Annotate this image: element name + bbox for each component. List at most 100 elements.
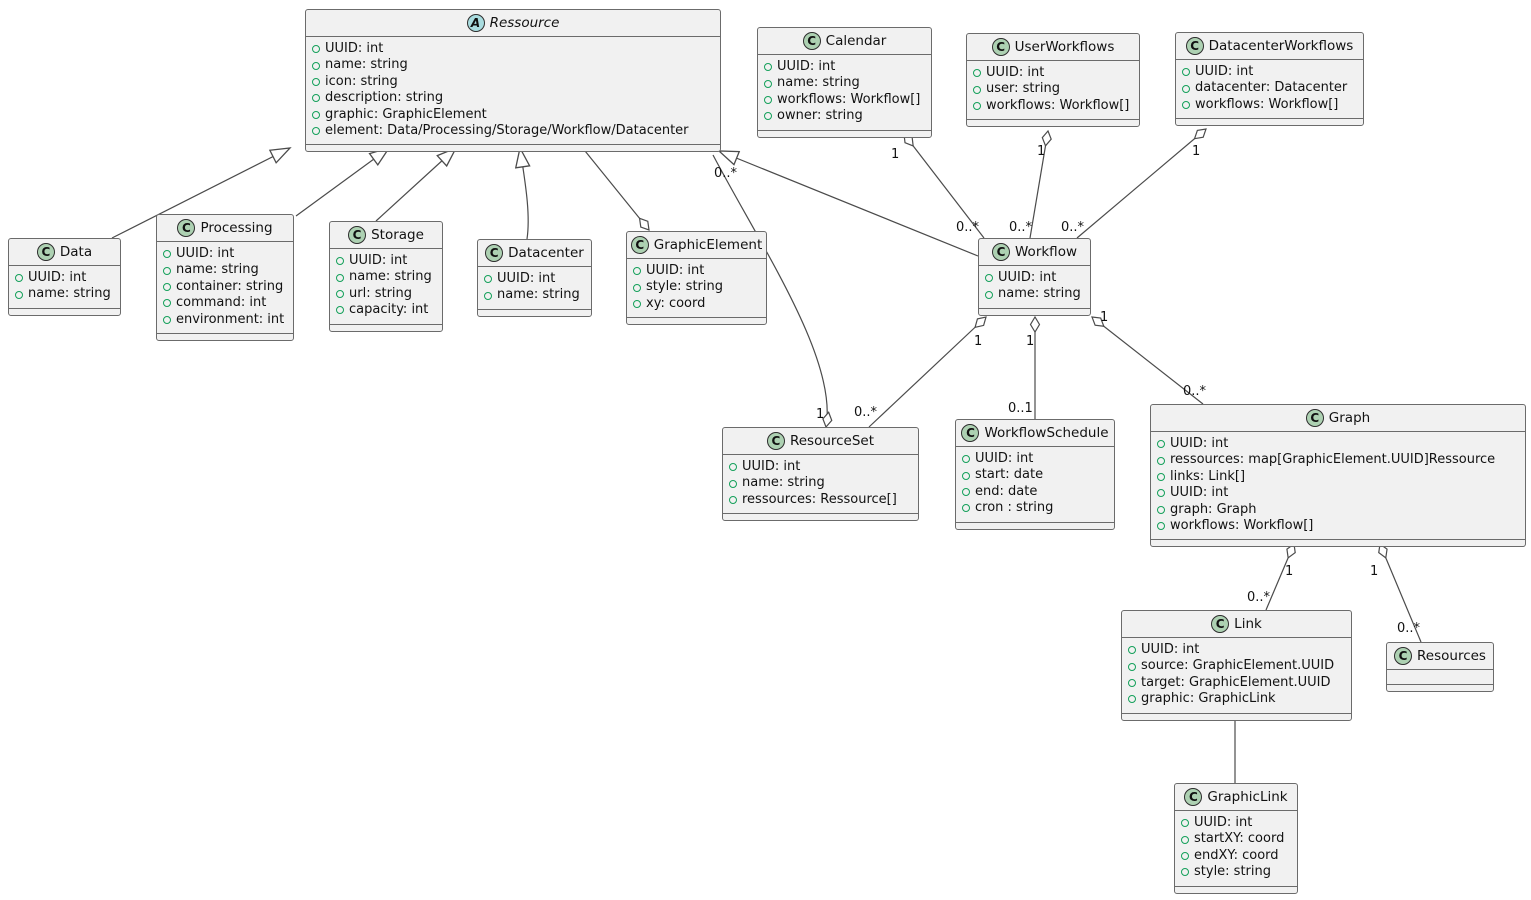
field-visibility-icon (1182, 84, 1190, 93)
class-methods-empty (1387, 685, 1493, 691)
class-methods-empty (979, 309, 1090, 315)
attribute-row: UUID: int (962, 451, 1107, 467)
field-visibility-icon (312, 45, 320, 54)
attribute-row: UUID: int (633, 263, 759, 279)
class-methods-empty (758, 131, 931, 137)
field-visibility-icon (312, 94, 320, 103)
attribute-row: target: GraphicElement.UUID (1128, 675, 1344, 691)
field-visibility-icon (1181, 852, 1189, 861)
class-icon: C (630, 236, 649, 254)
attribute-row: graphic: GraphicElement (312, 107, 713, 123)
class-icon: C (177, 219, 196, 237)
attribute-text: target: GraphicElement.UUID (1141, 674, 1331, 690)
class-header: A Ressource (306, 10, 720, 37)
field-visibility-icon (1181, 835, 1189, 844)
field-visibility-icon (962, 504, 970, 513)
multiplicity-label: 1 (1192, 144, 1200, 159)
attribute-text: workflows: Workflow[] (777, 91, 921, 107)
field-visibility-icon (973, 69, 981, 78)
attribute-row: UUID: int (312, 41, 713, 57)
attribute-text: workflows: Workflow[] (1195, 96, 1339, 112)
attribute-row: UUID: int (973, 65, 1132, 81)
attribute-text: links: Link[] (1170, 468, 1246, 484)
class-methods-empty (157, 334, 293, 340)
attribute-row: endXY: coord (1181, 848, 1290, 864)
attribute-text: UUID: int (646, 263, 705, 278)
field-visibility-icon (1182, 68, 1190, 77)
field-visibility-icon (1128, 695, 1136, 704)
field-visibility-icon (163, 315, 171, 324)
multiplicity-label: 1 (1370, 564, 1378, 579)
edge-workflow-aggregates-resourceset (868, 317, 986, 428)
attribute-text: environment: int (176, 311, 285, 327)
attribute-row: user: string (973, 81, 1132, 97)
class-icon: C (1394, 647, 1413, 665)
class-icon: C (1185, 37, 1204, 55)
attribute-row: style: string (633, 279, 759, 295)
multiplicity-label: 0..* (1397, 621, 1421, 636)
class-name: UserWorkflows (1014, 39, 1115, 55)
class-header: C Data (9, 239, 120, 266)
attribute-row: container: string (163, 279, 286, 295)
class-attributes (1387, 670, 1493, 685)
class-header: C ResourceSet (723, 428, 918, 455)
edge-graph-aggregates-resources (1380, 544, 1422, 643)
attribute-text: graphic: GraphicElement (325, 106, 487, 122)
class-header: C UserWorkflows (967, 34, 1139, 61)
attribute-row: element: Data/Processing/Storage/Workflo… (312, 123, 713, 139)
field-visibility-icon (336, 290, 344, 299)
attribute-row: workflows: Workflow[] (973, 98, 1132, 114)
attribute-text: UUID: int (975, 451, 1034, 466)
attribute-text: UUID: int (1195, 64, 1254, 79)
attribute-text: ressources: Ressource[] (742, 491, 897, 507)
multiplicity-label: 1 (974, 334, 982, 349)
attribute-text: name: string (176, 262, 259, 278)
class-header: C DatacenterWorkflows (1176, 33, 1363, 60)
attribute-row: UUID: int (15, 270, 113, 286)
field-visibility-icon (729, 463, 737, 472)
field-visibility-icon (633, 267, 641, 276)
attribute-row: name: string (729, 475, 911, 491)
field-visibility-icon (1181, 819, 1189, 828)
class-header: C Resources (1387, 643, 1493, 670)
class-methods-empty (478, 310, 591, 316)
attribute-text: UUID: int (1194, 815, 1253, 830)
edge-processing-extends-ressource (295, 146, 391, 217)
field-visibility-icon (1157, 522, 1165, 531)
attribute-row: name: string (163, 262, 286, 278)
attribute-text: capacity: int (349, 302, 429, 318)
attribute-text: name: string (497, 287, 580, 303)
edge-resourceset-aggregates-ressource (712, 154, 827, 427)
class-methods-empty (627, 318, 766, 324)
attribute-row: UUID: int (729, 459, 911, 475)
class-header: C Workflow (979, 239, 1090, 266)
field-visibility-icon (163, 250, 171, 259)
field-visibility-icon (729, 496, 737, 505)
attribute-text: UUID: int (325, 41, 384, 56)
field-visibility-icon (764, 112, 772, 121)
multiplicity-label: 0..* (714, 166, 738, 181)
edge-data-extends-ressource (111, 147, 292, 239)
attribute-text: description: string (325, 90, 444, 106)
attribute-text: UUID: int (1170, 436, 1229, 451)
multiplicity-label: 0..* (956, 220, 980, 235)
field-visibility-icon (1157, 489, 1165, 498)
attribute-text: UUID: int (742, 459, 801, 474)
multiplicity-label: 0..* (854, 405, 878, 420)
field-visibility-icon (1157, 473, 1165, 482)
class-name: WorkflowSchedule (984, 425, 1109, 441)
field-visibility-icon (15, 274, 23, 283)
